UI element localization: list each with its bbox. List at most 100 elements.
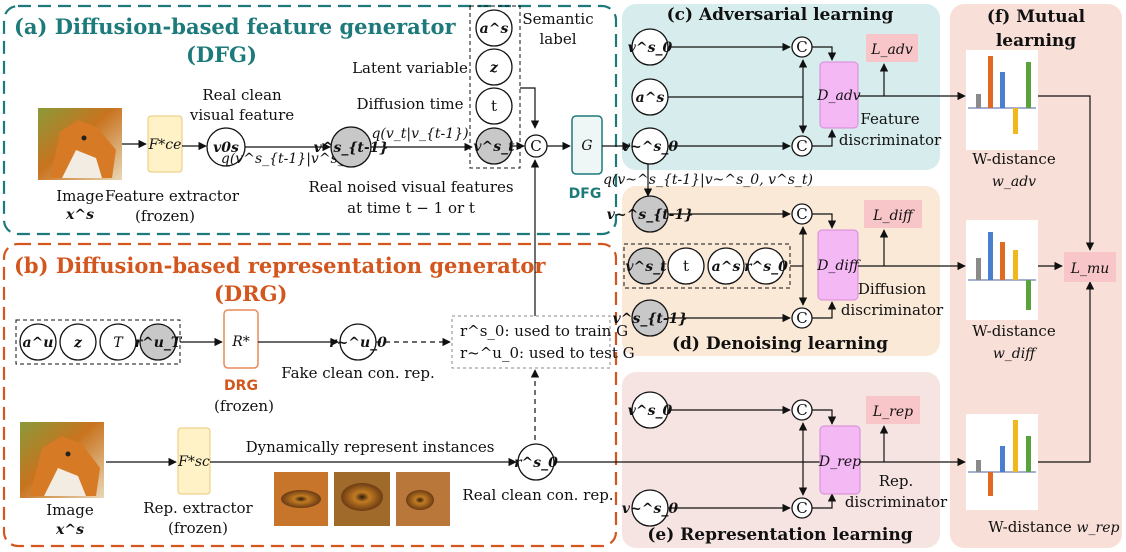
node-d-r0s-label: r^s_0 xyxy=(744,259,788,275)
feature-disc-label-1: Feature xyxy=(860,110,919,128)
rep-disc-label-2: discriminator xyxy=(845,493,948,511)
noised-label-1: Real noised visual features xyxy=(308,178,513,196)
discriminator-adv-label: D_adv xyxy=(816,88,861,104)
wdist-label-rep: W-distance xyxy=(988,518,1072,536)
generator-G xyxy=(571,115,603,175)
panel-b-title: (b) Diffusion-based representation gener… xyxy=(14,253,546,278)
q-backward-label: q(v^s_{t-1}|v^s_0) xyxy=(221,151,359,167)
loss-adv-box xyxy=(866,34,918,62)
node-d-t-label: t xyxy=(683,257,689,275)
generator-G-label: G xyxy=(581,138,592,154)
node-e-v0s-tilde-label: v~^s_0 xyxy=(622,501,678,517)
node-c-v0s-label: v^s_0 xyxy=(628,40,673,56)
discriminator-diff xyxy=(817,229,859,301)
node-d-vts-label: v^s_t xyxy=(625,259,667,275)
real-clean-label-1: Real clean xyxy=(202,86,282,104)
node-d-vts xyxy=(627,247,665,285)
concat-c-top-label: C xyxy=(796,38,807,56)
panel-c-bg xyxy=(622,4,940,170)
node-e-v0s-label: v^s_0 xyxy=(628,403,673,419)
node-vt1s-label: v^s_{t-1} xyxy=(314,140,389,156)
representation-generator-R-label: R* xyxy=(231,334,250,350)
node-v0s-label: v0s xyxy=(213,140,239,156)
node-T-label: T xyxy=(113,335,124,351)
diffusion-disc-label-2: discriminator xyxy=(841,301,944,319)
w-diff: w_diff xyxy=(993,346,1037,362)
rep-disc-label-1: Rep. xyxy=(879,472,914,490)
concat-e-bottom-label: C xyxy=(796,499,807,517)
panel-a-border xyxy=(2,4,618,236)
representation-generator-R xyxy=(223,309,259,369)
discriminator-adv xyxy=(819,61,859,129)
feature-extractor-symbol: F*ce xyxy=(148,137,182,153)
concat-d-bottom-label: C xyxy=(796,309,807,327)
semantic-label-2: label xyxy=(539,30,576,48)
semantic-label-1: Semantic xyxy=(522,10,593,28)
node-rTu xyxy=(139,323,177,361)
panel-d-title: (d) Denoising learning xyxy=(672,334,888,354)
node-T xyxy=(99,323,137,361)
node-d-r0s xyxy=(747,247,785,285)
eye-crops xyxy=(274,472,450,526)
rep-extractor-symbol: F*sc xyxy=(177,454,210,470)
panel-b-subtitle: (DRG) xyxy=(214,281,287,306)
node-d-as xyxy=(707,247,745,285)
loss-adv: L_adv xyxy=(870,42,913,58)
node-rTu-label: r^u_T xyxy=(135,335,183,351)
feature-disc-label-2: discriminator xyxy=(839,131,942,149)
rep-extractor-frozen: (frozen) xyxy=(168,519,228,537)
wdist-label-adv: W-distance xyxy=(972,150,1056,168)
weight-chart-rep xyxy=(966,414,1038,510)
panel-f-title-1: (f) Mutual xyxy=(987,7,1086,27)
latent-variable-label: Latent variable xyxy=(352,59,468,77)
weight-chart-diff xyxy=(966,220,1038,320)
node-au-label: a^u xyxy=(23,335,54,351)
fox-image-a xyxy=(38,108,122,180)
condition-stack xyxy=(469,5,521,169)
node-z-b-label: z xyxy=(73,335,83,351)
concat-d-top-label: C xyxy=(796,205,807,223)
node-z xyxy=(475,48,513,86)
concat-c-bottom-label: C xyxy=(796,137,807,155)
node-z-b xyxy=(59,323,97,361)
loss-mu: L_mu xyxy=(1070,261,1110,277)
real-clean-label-2: visual feature xyxy=(189,106,294,124)
panel-e-title: (e) Representation learning xyxy=(647,525,912,545)
node-d-vt1-tilde-label: v~^s_{t-1} xyxy=(607,207,694,223)
panel-a-title: (a) Diffusion-based feature generator xyxy=(14,14,457,39)
node-z-label: z xyxy=(489,60,499,76)
fake-clean-label: Fake clean con. rep. xyxy=(281,364,435,382)
panel-a-subtitle: (DFG) xyxy=(186,42,257,67)
loss-rep-box xyxy=(866,396,920,424)
node-as-label: a^s xyxy=(480,21,509,37)
node-r0s-label: r^s_0 xyxy=(514,455,558,471)
node-t-label: t xyxy=(491,97,497,115)
image-label-b: Image xyxy=(46,501,94,519)
node-d-as-label: a^s xyxy=(712,259,741,275)
discriminator-rep xyxy=(819,425,861,495)
drg-frozen: (frozen) xyxy=(214,397,274,415)
panel-c-title: (c) Adversarial learning xyxy=(667,5,894,25)
loss-diff-box xyxy=(864,200,922,228)
node-vts-label: v^s_t xyxy=(473,139,515,155)
loss-diff: L_diff xyxy=(872,208,915,224)
loss-mu-box xyxy=(1064,252,1116,282)
node-au xyxy=(19,323,57,361)
wdist-label-diff: W-distance xyxy=(972,322,1056,340)
feature-extractor-box xyxy=(147,115,183,173)
feature-extractor-label: Feature extractor xyxy=(105,187,240,205)
train-note: r^s_0: used to train G xyxy=(460,322,628,340)
concat-e-top-label: C xyxy=(796,401,807,419)
image-var-a: x^s xyxy=(65,207,94,223)
test-note: r~^u_0: used to test G xyxy=(460,344,635,362)
panel-b-border xyxy=(2,242,618,548)
node-d-t xyxy=(667,247,705,285)
panel-e-bg xyxy=(622,372,940,548)
w-rep: w_rep xyxy=(1077,520,1120,536)
node-c-as-label: a^s xyxy=(636,90,665,106)
diffusion-time-label: Diffusion time xyxy=(356,95,463,113)
dynamic-label: Dynamically represent instances xyxy=(246,438,495,456)
concat-a-label: C xyxy=(530,137,541,155)
node-t xyxy=(475,87,513,125)
q-forward-label: q(v_t|v_{t-1}) xyxy=(371,126,468,142)
